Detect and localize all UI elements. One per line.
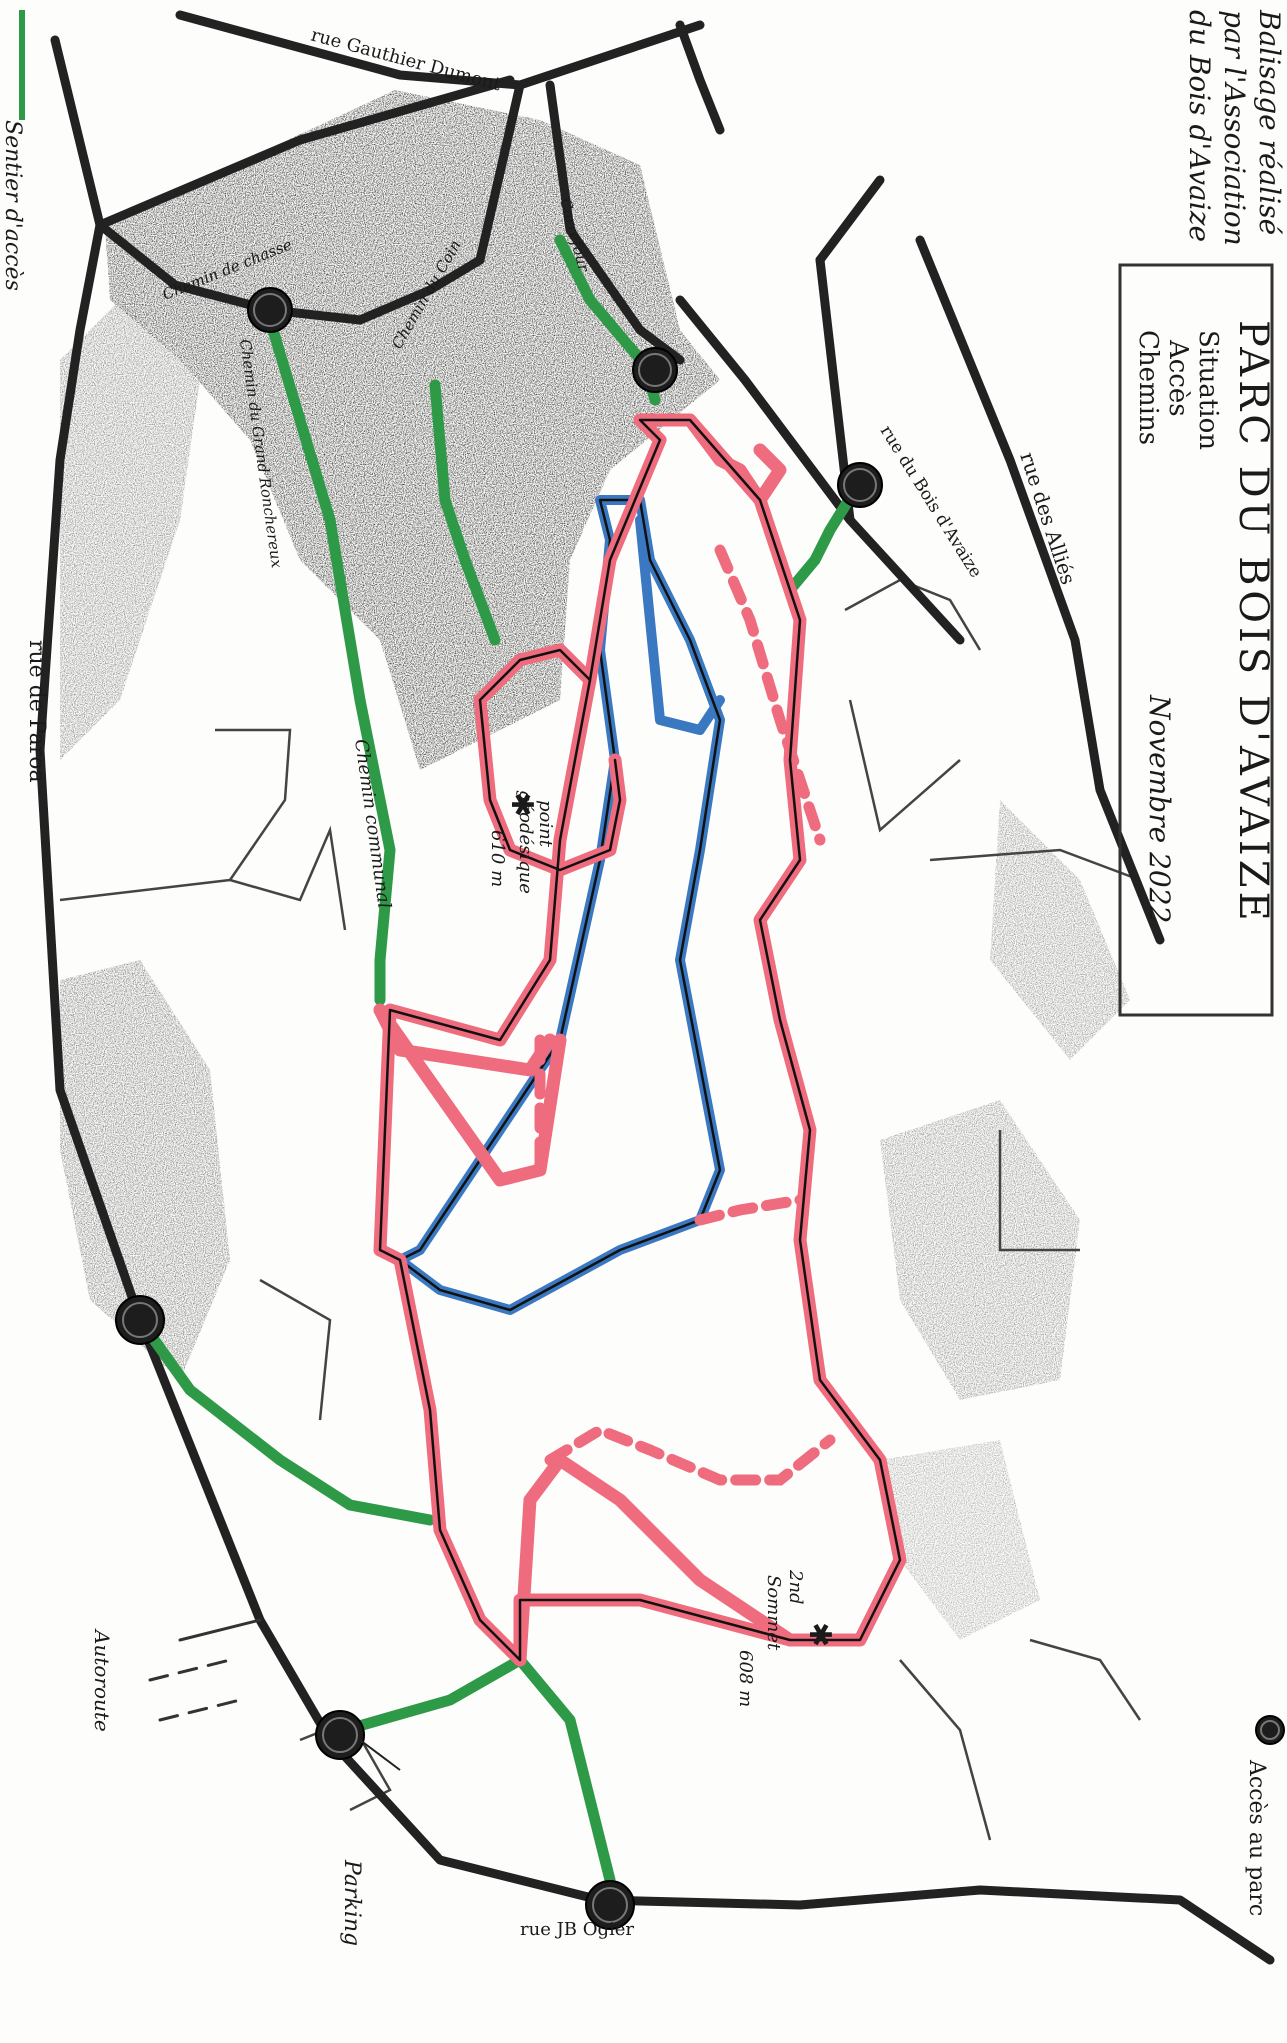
road-gauthier-dumont — [175, 10, 705, 90]
autoroute-dash — [148, 1658, 232, 1682]
autoroute-dash-2 — [158, 1698, 242, 1722]
star-icon: ✱ — [802, 1622, 837, 1647]
red-dash-east — [714, 544, 826, 846]
parcel-outlines — [59, 578, 1142, 1841]
credit-block: Balisage réalisé par l'Association du Bo… — [1183, 9, 1286, 246]
label-geodesic-1: point — [535, 800, 556, 848]
access-paths — [134, 234, 861, 1886]
access-grand-ronchereux — [264, 314, 396, 1006]
label-summit-1: 2nd — [785, 1569, 806, 1605]
road-coin — [545, 80, 685, 365]
access-point-icon — [115, 1295, 165, 1345]
title-block: PARC DU BOIS D'AVAIZE Situation Accès Ch… — [1118, 263, 1276, 1017]
label-geodesic-2: géodésique — [515, 790, 536, 894]
credit-line-3: du Bois d'Avaize — [1183, 10, 1216, 242]
credit-line-1: Balisage réalisé — [1253, 9, 1286, 235]
red-loops — [373, 413, 907, 1667]
label-rue-jb-ogier: rue JB Ogier — [520, 1919, 634, 1940]
map-date: Novembre 2022 — [1143, 694, 1176, 923]
legend-park-access: Accès au parc — [1244, 1759, 1269, 1916]
star-markers: ✱ ✱ — [504, 792, 837, 1647]
subtitle-acces: Accès — [1163, 339, 1193, 417]
credit-line-2: par l'Association — [1218, 10, 1251, 246]
label-autoroute: Autoroute — [90, 1628, 114, 1732]
subtitle-chemins: Chemins — [1133, 330, 1163, 445]
access-bois-avaize — [784, 484, 861, 596]
label-rue-bois-avaize: rue du Bois d'Avaize — [876, 422, 986, 581]
road-autoroute-spur — [178, 1618, 262, 1642]
access-ogier — [514, 1654, 616, 1886]
red-link-south — [373, 1003, 567, 1187]
road-allies — [915, 235, 1165, 945]
access-point-icon — [247, 287, 293, 333]
point-labels: point géodésique 610 m 2nd Sommet 608 m … — [339, 790, 806, 1946]
access-point-icon — [585, 1880, 635, 1930]
road-chemin-chasse — [265, 80, 525, 325]
access-chasse — [429, 379, 501, 646]
road-bois-avaize — [675, 295, 965, 645]
access-point-icon — [837, 462, 883, 508]
red-east-arm — [683, 413, 787, 507]
label-rue-de-paroa: rue de Paroa — [24, 640, 49, 783]
red-summit-loop — [513, 1453, 797, 1667]
red-dash-south — [694, 1194, 806, 1226]
star-icon: ✱ — [504, 792, 539, 817]
road-east-spur — [815, 175, 885, 265]
road-paroa — [95, 220, 275, 315]
road-north-east — [675, 20, 725, 135]
legend-access-path: Sentier d'accès — [0, 120, 25, 291]
subtitle-situation: Situation — [1193, 330, 1223, 450]
access-point-icon — [632, 347, 678, 393]
map-legend: Sentier d'accès Accès au parc — [0, 10, 1285, 1916]
road-diagonal-north — [95, 75, 515, 230]
map-title: PARC DU BOIS D'AVAIZE — [1230, 320, 1276, 925]
road-network — [35, 10, 1275, 1965]
label-summit-2: Sommet — [763, 1575, 784, 1651]
label-summit-alt: 608 m — [735, 1650, 756, 1707]
access-points — [115, 287, 883, 1930]
access-point-icon — [1255, 1715, 1285, 1745]
access-parking — [339, 1654, 526, 1736]
access-west — [134, 1314, 436, 1526]
label-parking: Parking — [339, 1859, 364, 1946]
access-point-icon — [315, 1710, 365, 1760]
label-geodesic-alt: 610 m — [487, 830, 508, 887]
red-dash-summit — [544, 1423, 836, 1486]
